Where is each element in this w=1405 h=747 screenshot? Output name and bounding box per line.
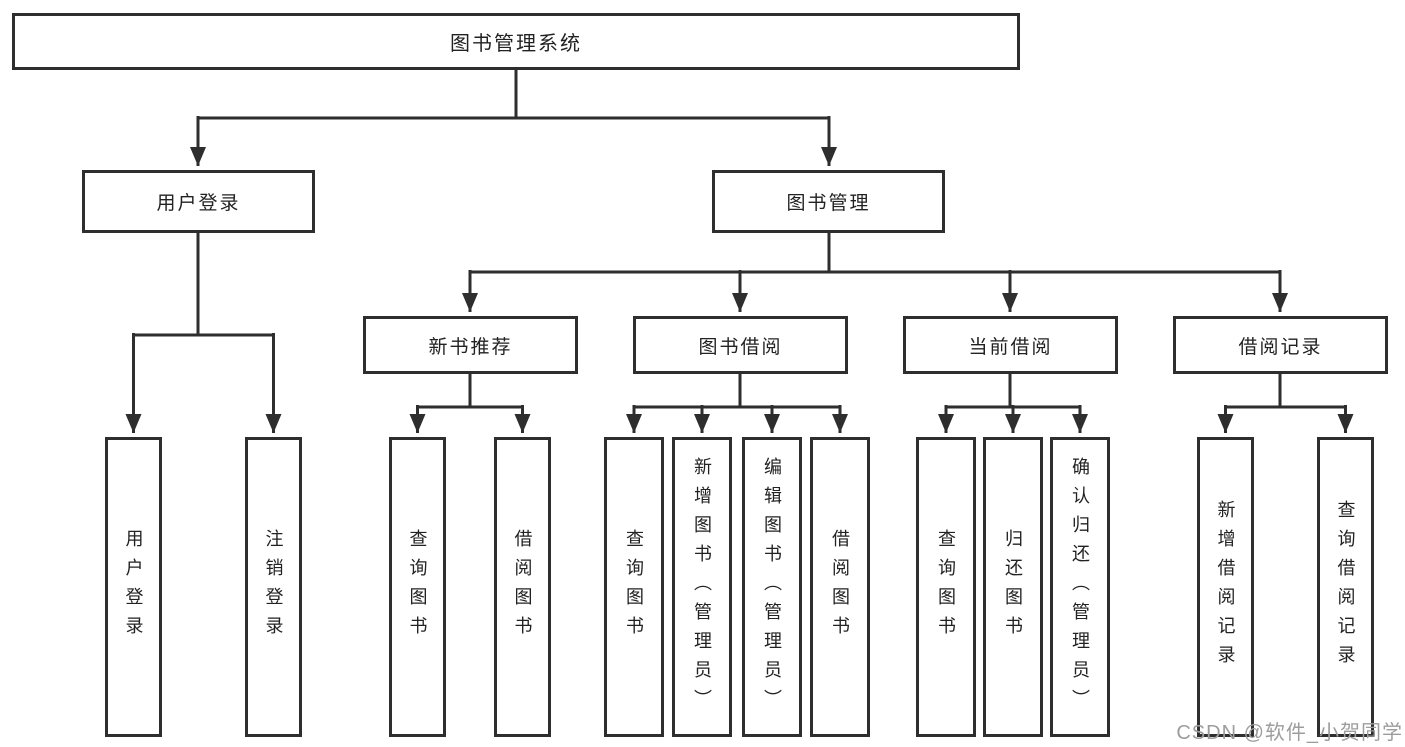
connector-current-borrow-children: [938, 374, 1088, 433]
leaf-borrow-add: 新增图书（管理员）: [672, 437, 732, 737]
node-book-mgmt: 图书管理: [712, 170, 945, 233]
leaf-borrow-add-label: 新增图书（管理员）: [692, 456, 712, 718]
leaf-borrow-query: 查询图书: [604, 437, 664, 737]
leaf-user-login-label: 用户登录: [123, 529, 144, 645]
watermark: CSDN @软件_小贺同学: [1176, 722, 1403, 744]
leaf-logout-label: 注销登录: [263, 529, 284, 645]
connector-root-to-level1: [190, 70, 837, 166]
connector-book-mgmt-to-level2: [462, 233, 1288, 312]
leaf-current-confirm: 确认归还（管理员）: [1050, 437, 1110, 737]
node-book-mgmt-label: 图书管理: [786, 193, 871, 214]
leaf-borrow-borrow-label: 借阅图书: [830, 529, 850, 645]
leaf-borrow-query-label: 查询图书: [624, 529, 644, 645]
node-new-book-label: 新书推荐: [428, 336, 513, 358]
leaf-record-add-label: 新增借阅记录: [1215, 500, 1236, 674]
leaf-borrow-edit-label: 编辑图书（管理员）: [762, 456, 782, 718]
leaf-current-return: 归还图书: [983, 437, 1043, 737]
connector-book-borrow-children: [626, 374, 848, 433]
leaf-user-login: 用户登录: [105, 437, 162, 737]
node-new-book: 新书推荐: [363, 316, 578, 374]
leaf-newbook-borrow-label: 借阅图书: [512, 529, 533, 645]
connector-user-login-children: [125, 233, 282, 433]
leaf-borrow-edit: 编辑图书（管理员）: [742, 437, 802, 737]
leaf-current-query: 查询图书: [916, 437, 976, 737]
node-book-borrow: 图书借阅: [633, 316, 848, 374]
node-user-login: 用户登录: [82, 170, 315, 233]
leaf-record-query: 查询借阅记录: [1317, 437, 1374, 737]
leaf-current-return-label: 归还图书: [1003, 529, 1023, 645]
node-user-login-label: 用户登录: [156, 193, 241, 214]
leaf-newbook-query-label: 查询图书: [407, 529, 428, 645]
leaf-logout: 注销登录: [245, 437, 302, 737]
node-root: 图书管理系统: [12, 13, 1020, 70]
node-current-borrow: 当前借阅: [903, 316, 1118, 374]
node-book-borrow-label: 图书借阅: [698, 336, 783, 358]
connector-new-book-children: [409, 374, 531, 433]
leaf-newbook-borrow: 借阅图书: [494, 437, 551, 737]
leaf-newbook-query: 查询图书: [389, 437, 446, 737]
leaf-borrow-borrow: 借阅图书: [810, 437, 870, 737]
connector-borrow-record-children: [1217, 374, 1354, 433]
node-borrow-record-label: 借阅记录: [1238, 336, 1323, 358]
leaf-current-query-label: 查询图书: [936, 529, 956, 645]
leaf-current-confirm-label: 确认归还（管理员）: [1070, 456, 1090, 718]
leaf-record-query-label: 查询借阅记录: [1335, 500, 1356, 674]
node-root-label: 图书管理系统: [450, 33, 582, 55]
leaf-record-add: 新增借阅记录: [1197, 437, 1254, 737]
node-current-borrow-label: 当前借阅: [968, 336, 1053, 358]
node-borrow-record: 借阅记录: [1173, 316, 1388, 374]
